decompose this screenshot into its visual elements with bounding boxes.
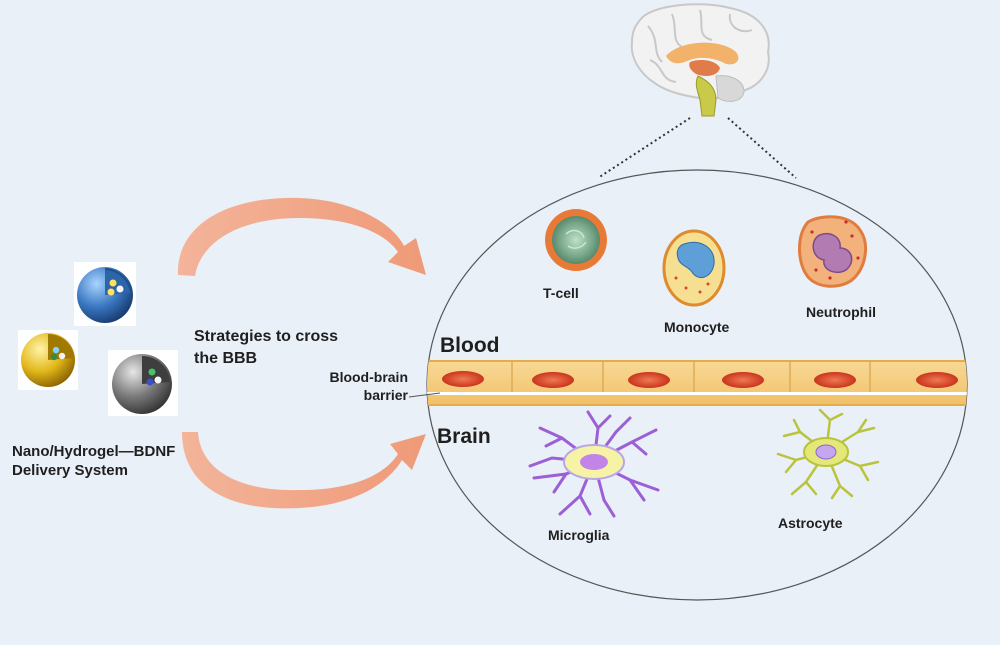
endothelial-nucleus (532, 372, 574, 388)
astrocyte-nucleus (815, 444, 837, 460)
endothelial-nucleus (916, 372, 958, 388)
blood-brain-barrier (427, 360, 967, 406)
zoom-line-left (597, 117, 691, 179)
delivery-system-line1: Nano/Hydrogel—BDNF (12, 443, 176, 460)
yellow-nanoparticle (18, 330, 78, 390)
endothelial-nucleus (442, 371, 484, 387)
delivery-system-line2: Delivery System (12, 461, 128, 479)
arrow-upper (177, 197, 426, 276)
strategy-label: Strategies to cross the BBB (194, 326, 338, 371)
delivery-system-label: Nano/Hydrogel—BDNF Delivery System (12, 443, 175, 481)
microglia-nucleus (580, 454, 608, 470)
neutrophil (798, 215, 868, 288)
neutrophil-label: Neutrophil (806, 304, 876, 320)
t-cell (545, 209, 607, 271)
arrow-lower (182, 432, 426, 509)
endothelial-nucleus (722, 372, 764, 388)
bbb-line1: Blood-brain (329, 369, 408, 385)
endothelial-nucleus (628, 372, 670, 388)
strategy-line2: the BBB (194, 350, 258, 368)
strategy-line1: Strategies to cross (194, 328, 339, 345)
monocyte-label: Monocyte (664, 319, 730, 335)
bbb-line2: barrier (363, 386, 408, 403)
bbb-label: Blood-brain barrier (312, 369, 408, 404)
t-cell-label: T-cell (543, 285, 579, 301)
brain-label: Brain (437, 425, 491, 448)
blood-label: Blood (440, 334, 500, 357)
endothelial-nucleus (814, 372, 856, 388)
microglia-label: Microglia (548, 527, 610, 543)
astrocyte-label: Astrocyte (778, 515, 843, 531)
monocyte (662, 229, 726, 307)
bbb-leader-line (408, 392, 441, 398)
zoom-line-right (727, 117, 797, 179)
gray-nanoparticle (108, 350, 178, 416)
brain-icon (630, 3, 770, 117)
blue-nanoparticle (74, 262, 136, 326)
